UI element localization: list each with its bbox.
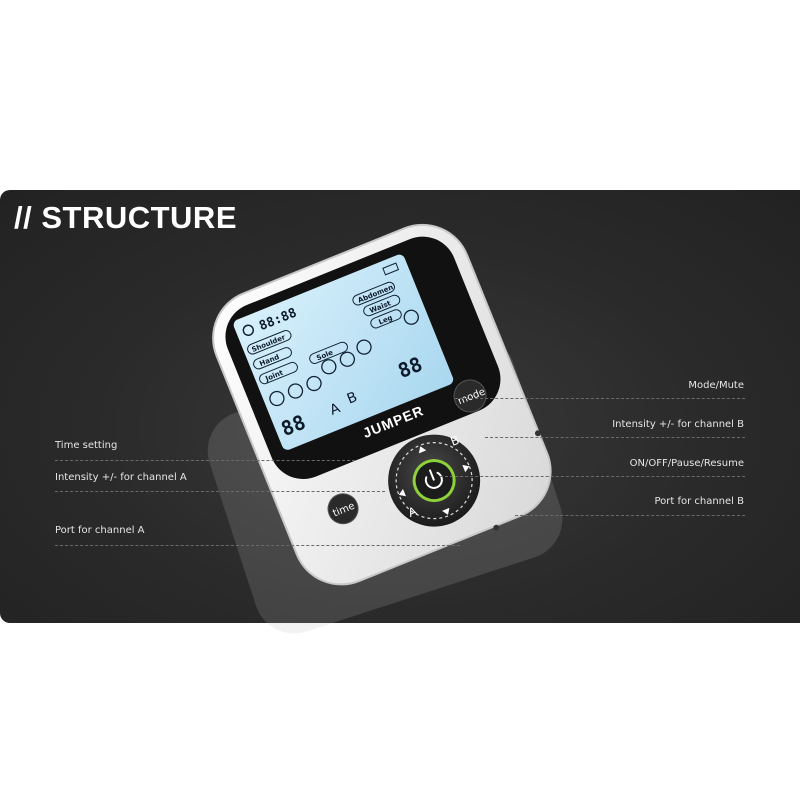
callout-intensity-b: Intensity +/- for channel B: [612, 419, 744, 430]
mode-icon-7: [403, 309, 419, 325]
callout-on-off: ON/OFF/Pause/Resume: [629, 458, 744, 469]
mode-icon-4: [321, 359, 337, 375]
dpad-arrow-left[interactable]: [397, 488, 406, 499]
callout-mode-mute: Mode/Mute: [688, 380, 744, 391]
battery-icon: [382, 262, 400, 276]
mode-icon-5: [339, 351, 356, 367]
callout-line-on-off: [440, 476, 745, 477]
dpad-arrow-down[interactable]: [442, 507, 452, 517]
callout-line-port-b: [515, 515, 745, 516]
port-channel-a: [493, 524, 500, 531]
callout-line-intensity-a: [55, 491, 385, 492]
mode-icon-6: [356, 339, 372, 355]
callout-port-a: Port for channel A: [55, 525, 145, 536]
callout-line-port-a: [55, 545, 460, 546]
callout-line-intensity-b: [485, 437, 745, 438]
port-channel-b: [534, 430, 541, 437]
clock-icon: [242, 324, 255, 337]
time-button[interactable]: [324, 489, 363, 528]
power-icon: [424, 469, 443, 489]
callout-line-time-setting: [55, 460, 355, 461]
page-title: // STRUCTURE: [14, 200, 237, 235]
callout-time-setting: Time setting: [55, 440, 118, 451]
callout-intensity-a: Intensity +/- for channel A: [55, 472, 187, 483]
mode-icon-2: [287, 383, 304, 399]
dpad-arrow-up[interactable]: [417, 445, 427, 454]
callout-port-b: Port for channel B: [654, 496, 744, 507]
callout-line-mode-mute: [455, 398, 745, 399]
mode-icon-3: [306, 375, 322, 392]
dpad-arrow-right[interactable]: [462, 463, 471, 473]
mode-button[interactable]: [449, 375, 491, 417]
mode-icon-1: [269, 390, 285, 407]
